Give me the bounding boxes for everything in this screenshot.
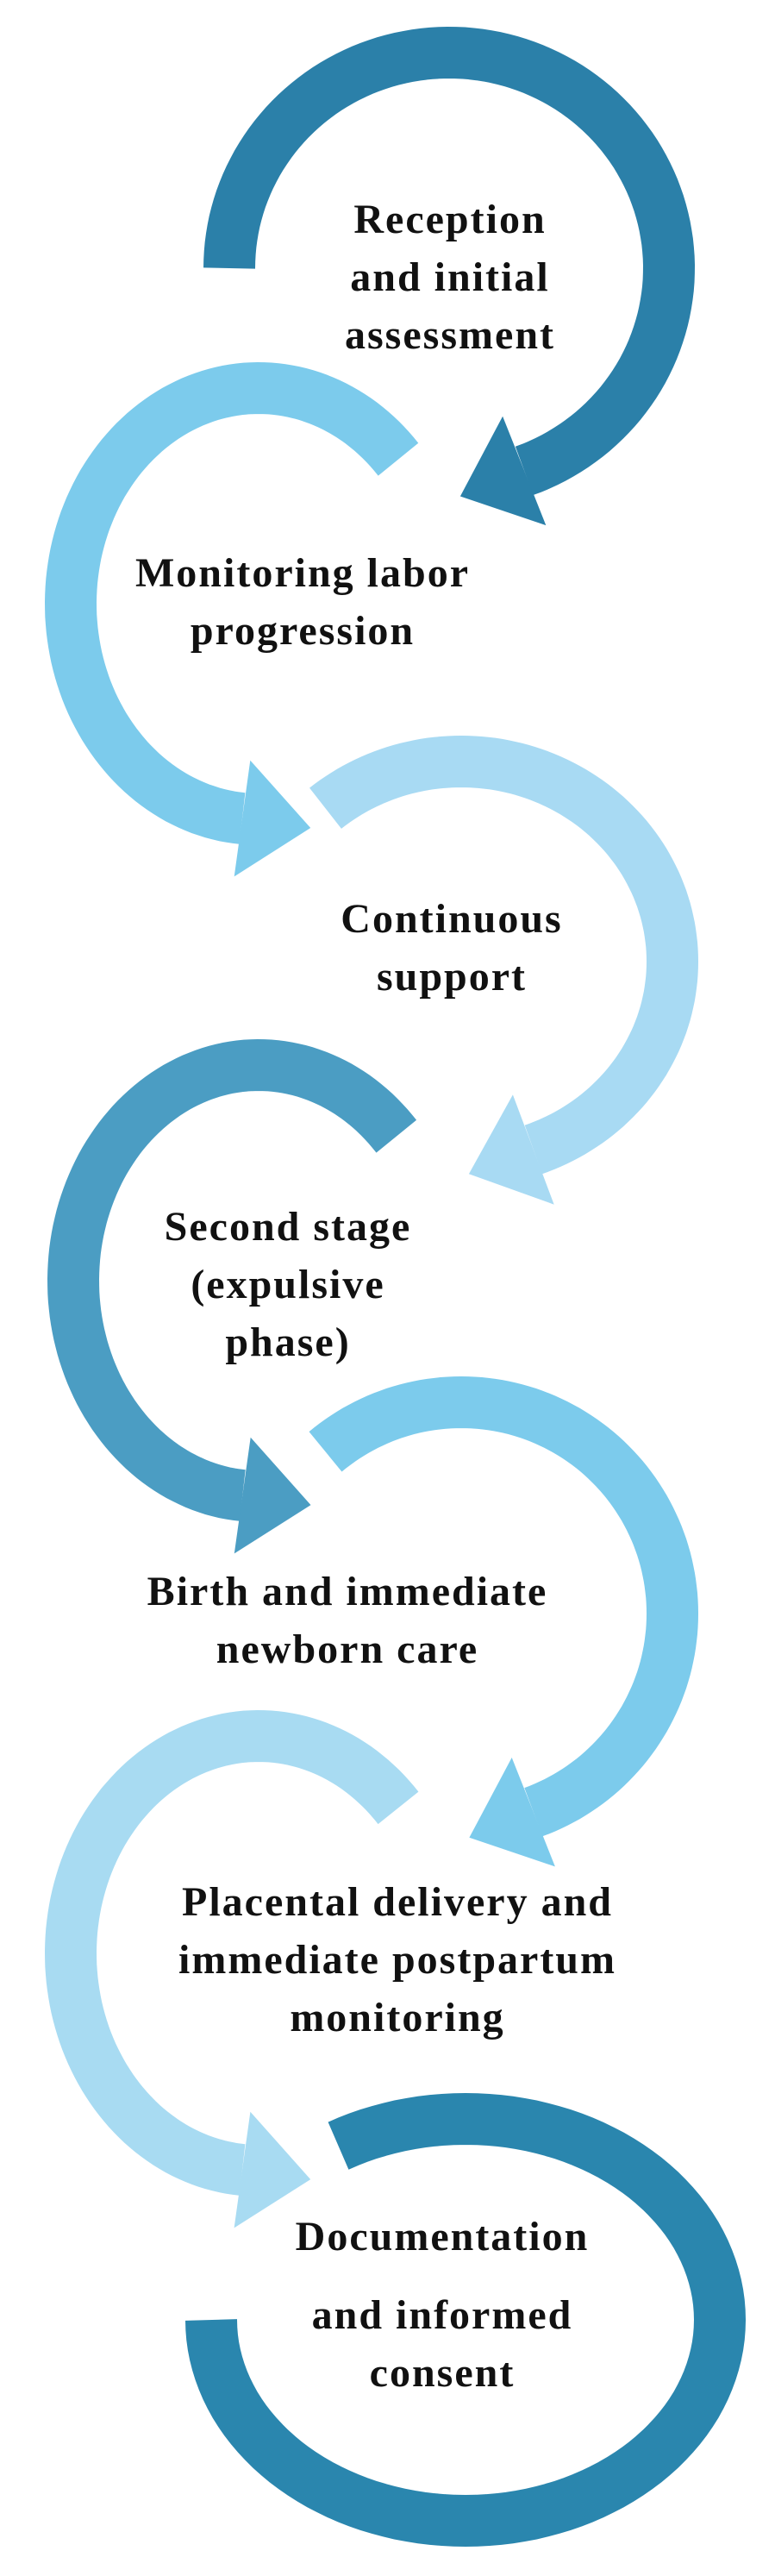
arrowhead-icon: [459, 416, 547, 526]
label-line: progression: [190, 608, 416, 654]
label-line: assessment: [345, 312, 555, 358]
label-line: monitoring: [290, 1995, 505, 2040]
label-line: support: [376, 954, 528, 1000]
label-line: Second stage: [164, 1204, 412, 1250]
label-line: Birth and immediate: [147, 1569, 548, 1614]
label-line: and initial: [350, 254, 550, 300]
label-line: phase): [225, 1319, 351, 1365]
circular-arrow-arc: [309, 735, 699, 1175]
step-monitoring-label: Monitoring labor progression: [135, 543, 470, 659]
step-placental-label: Placental delivery and immediate postpar…: [178, 1873, 616, 2046]
step-second-stage-label: Second stage (expulsive phase): [165, 1198, 412, 1371]
step-support-label: Continuous support: [341, 890, 562, 1006]
arrowhead-icon: [469, 1758, 555, 1867]
arrowhead-icon: [234, 2111, 311, 2228]
label-line: newborn care: [216, 1626, 479, 1672]
circular-arrow-arc: [203, 26, 696, 496]
circular-arrow-arc: [47, 1038, 417, 1521]
label-line: and informed: [311, 2292, 573, 2338]
label-line: (expulsive: [191, 1262, 385, 1307]
label-line: Reception: [353, 197, 547, 242]
circular-arrow-arc: [44, 361, 419, 844]
arrowhead-icon: [234, 1437, 311, 1554]
arrowhead-icon: [234, 760, 311, 877]
arrowhead-icon: [468, 1094, 554, 1205]
label-line: Continuous: [341, 896, 563, 942]
circular-arrow-arc: [309, 1376, 699, 1837]
label-line: immediate postpartum: [178, 1937, 616, 1983]
label-line: Placental delivery and: [182, 1879, 613, 1925]
step-birth-label: Birth and immediate newborn care: [147, 1562, 548, 1677]
circular-arrow-arc: [44, 1709, 419, 2196]
label-line: Monitoring labor: [135, 550, 470, 596]
label-line: consent: [369, 2350, 516, 2396]
circular-arrow-arc: [185, 2092, 747, 2548]
step-reception-label: Reception and initial assessment: [345, 191, 555, 364]
label-line: Documentation: [295, 2214, 590, 2259]
step-documentation-label: Documentation and informed consent: [296, 2208, 590, 2402]
